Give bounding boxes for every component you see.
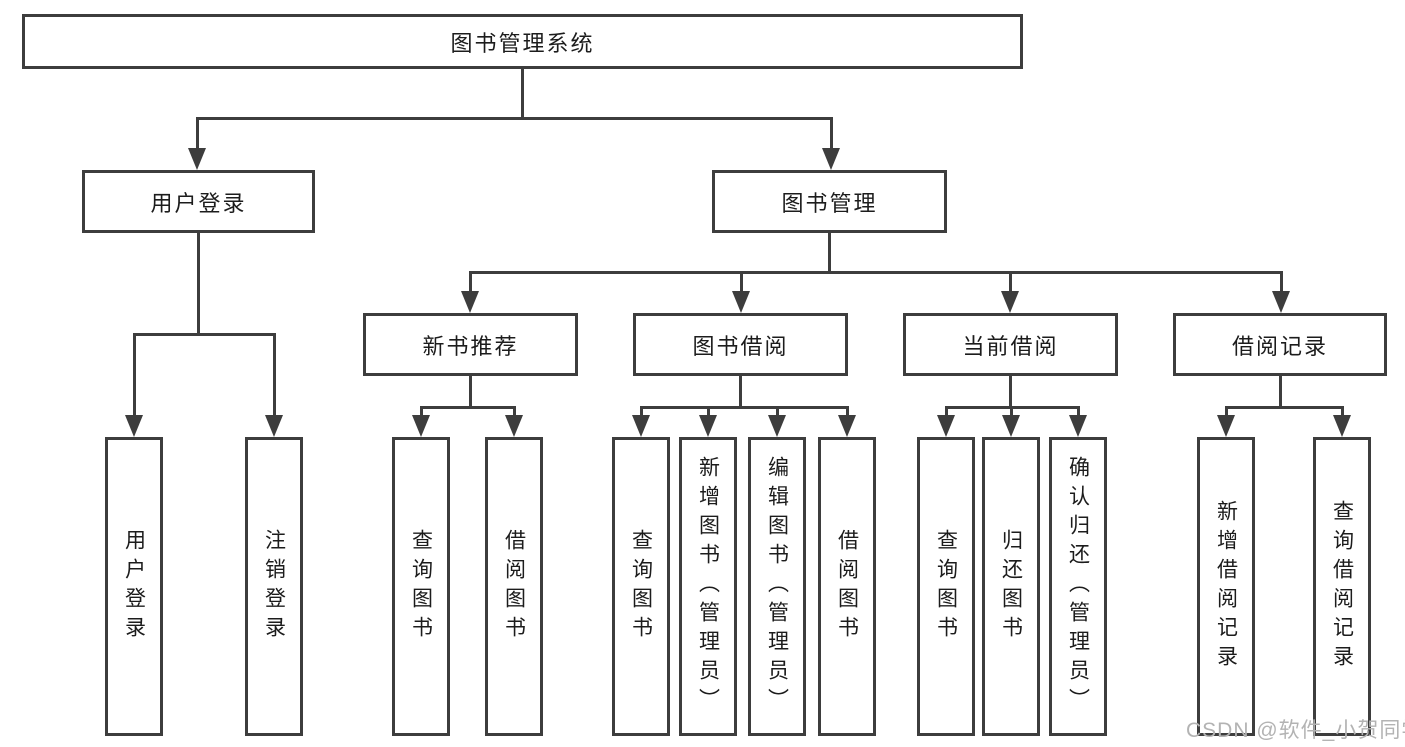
node-current-borrowing: 当前借阅 <box>903 313 1118 376</box>
leaf-label: 借阅图书 <box>835 528 859 645</box>
leaf-add-books-admin: 新增图书（管理员） <box>679 437 737 736</box>
node-library-management-system: 图书管理系统 <box>22 14 1023 69</box>
leaf-label: 借阅图书 <box>502 528 526 645</box>
arrow-down-icon <box>461 291 479 313</box>
connector-line <box>1077 406 1080 418</box>
leaf-borrow-books-recommend: 借阅图书 <box>485 437 543 736</box>
connector-line <box>1009 376 1012 408</box>
arrow-down-icon <box>1272 291 1290 313</box>
leaf-confirm-return-admin: 确认归还（管理员） <box>1049 437 1107 736</box>
leaf-label: 注销登录 <box>262 528 286 645</box>
connector-line <box>1009 271 1012 293</box>
connector-line <box>133 333 136 417</box>
connector-line <box>420 406 516 409</box>
arrow-down-icon <box>1217 415 1235 437</box>
connector-line <box>197 233 200 335</box>
leaf-label: 新增图书（管理员） <box>696 456 720 717</box>
leaf-label: 查询图书 <box>934 528 958 645</box>
leaf-label: 查询图书 <box>629 528 653 645</box>
node-label: 当前借阅 <box>962 333 1059 359</box>
leaf-query-books-recommend: 查询图书 <box>392 437 450 736</box>
connector-line <box>1279 376 1282 408</box>
connector-line <box>133 333 276 336</box>
leaf-return-books: 归还图书 <box>982 437 1040 736</box>
arrow-down-icon <box>412 415 430 437</box>
arrow-down-icon <box>265 415 283 437</box>
connector-line <box>846 406 849 418</box>
connector-line <box>521 69 524 120</box>
leaf-query-books-borrow: 查询图书 <box>612 437 670 736</box>
connector-line <box>740 271 743 293</box>
node-user-login: 用户登录 <box>82 170 315 233</box>
connector-line <box>945 406 948 418</box>
arrow-down-icon <box>732 291 750 313</box>
leaf-label: 查询借阅记录 <box>1330 499 1354 674</box>
arrow-down-icon <box>822 148 840 170</box>
leaf-logout: 注销登录 <box>245 437 303 736</box>
node-label: 图书借阅 <box>692 333 789 359</box>
connector-line <box>830 117 833 150</box>
connector-line <box>1280 271 1283 293</box>
connector-line <box>1010 406 1013 418</box>
connector-line <box>420 406 423 418</box>
connector-line <box>640 406 643 418</box>
node-label: 新书推荐 <box>422 333 519 359</box>
arrow-down-icon <box>632 415 650 437</box>
arrow-down-icon <box>1333 415 1351 437</box>
connector-line <box>707 406 710 418</box>
arrow-down-icon <box>838 415 856 437</box>
leaf-label: 新增借阅记录 <box>1214 499 1238 674</box>
arrow-down-icon <box>125 415 143 437</box>
arrow-down-icon <box>1069 415 1087 437</box>
leaf-edit-books-admin: 编辑图书（管理员） <box>748 437 806 736</box>
leaf-query-borrow-record: 查询借阅记录 <box>1313 437 1371 736</box>
node-book-management: 图书管理 <box>712 170 947 233</box>
connector-line <box>469 271 472 293</box>
connector-line <box>776 406 779 418</box>
connector-line <box>1225 406 1228 418</box>
connector-line <box>1225 406 1344 409</box>
connector-line <box>469 376 472 408</box>
leaf-label: 用户登录 <box>122 528 146 645</box>
arrow-down-icon <box>1001 291 1019 313</box>
connector-line <box>640 406 849 409</box>
arrow-down-icon <box>768 415 786 437</box>
leaf-add-borrow-record: 新增借阅记录 <box>1197 437 1255 736</box>
arrow-down-icon <box>505 415 523 437</box>
arrow-down-icon <box>699 415 717 437</box>
leaf-label: 编辑图书（管理员） <box>765 456 789 717</box>
connector-line <box>196 117 833 120</box>
node-label: 图书管理 <box>781 190 878 216</box>
leaf-borrow-books: 借阅图书 <box>818 437 876 736</box>
connector-line <box>828 233 831 273</box>
leaf-label: 查询图书 <box>409 528 433 645</box>
csdn-watermark: CSDN @软件_小贺同学 <box>1186 719 1405 742</box>
node-book-borrowing: 图书借阅 <box>633 313 848 376</box>
connector-line <box>196 117 199 150</box>
connector-line <box>513 406 516 418</box>
connector-line <box>469 271 1283 274</box>
leaf-user-login: 用户登录 <box>105 437 163 736</box>
node-new-book-recommend: 新书推荐 <box>363 313 578 376</box>
connector-line <box>1341 406 1344 418</box>
leaf-query-books-current: 查询图书 <box>917 437 975 736</box>
arrow-down-icon <box>188 148 206 170</box>
connector-line <box>273 333 276 417</box>
arrow-down-icon <box>1002 415 1020 437</box>
node-label: 图书管理系统 <box>450 30 595 56</box>
node-borrowing-records: 借阅记录 <box>1173 313 1387 376</box>
connector-line <box>739 376 742 408</box>
arrow-down-icon <box>937 415 955 437</box>
leaf-label: 归还图书 <box>999 528 1023 645</box>
leaf-label: 确认归还（管理员） <box>1066 456 1090 717</box>
node-label: 借阅记录 <box>1231 333 1328 359</box>
node-label: 用户登录 <box>150 190 247 216</box>
